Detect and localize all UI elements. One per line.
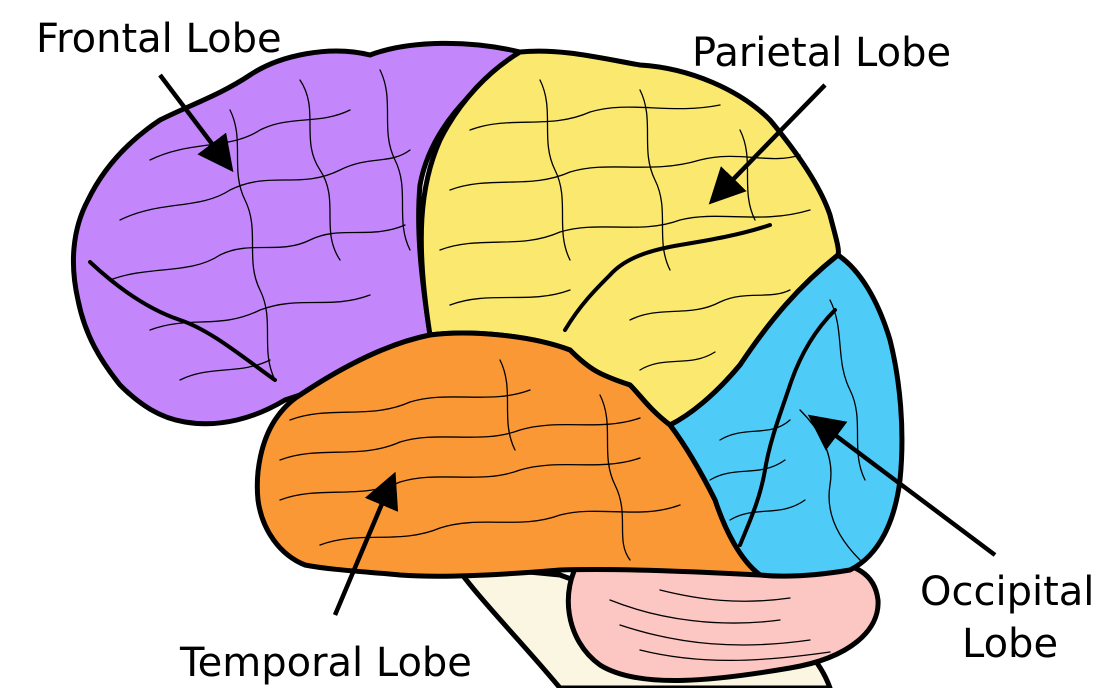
occipital-arrow xyxy=(807,414,997,557)
parietal-gyri xyxy=(439,79,811,371)
frontal-arrow xyxy=(158,73,234,173)
temporal-gyri xyxy=(279,359,681,561)
cerebellum xyxy=(565,557,881,683)
frontal-gyri xyxy=(109,69,411,381)
lateral-frontal-sulcus xyxy=(88,260,277,382)
parietal-lobe-label: Parietal Lobe xyxy=(692,30,951,76)
parietal-arrow xyxy=(708,83,827,205)
temporal-lobe-label: Temporal Lobe xyxy=(179,640,472,686)
temporal-lobe xyxy=(254,330,763,579)
occipital-sulcus xyxy=(738,308,837,547)
frontal-lobe-label: Frontal Lobe xyxy=(36,16,282,62)
cerebellum-folds xyxy=(609,589,831,662)
temporal-arrow xyxy=(332,471,399,616)
intraparietal-sulcus xyxy=(563,223,772,332)
occipital-lobe-label-line1: Occipital xyxy=(920,569,1094,615)
occipital-lobe-label-line2: Lobe xyxy=(962,621,1058,667)
